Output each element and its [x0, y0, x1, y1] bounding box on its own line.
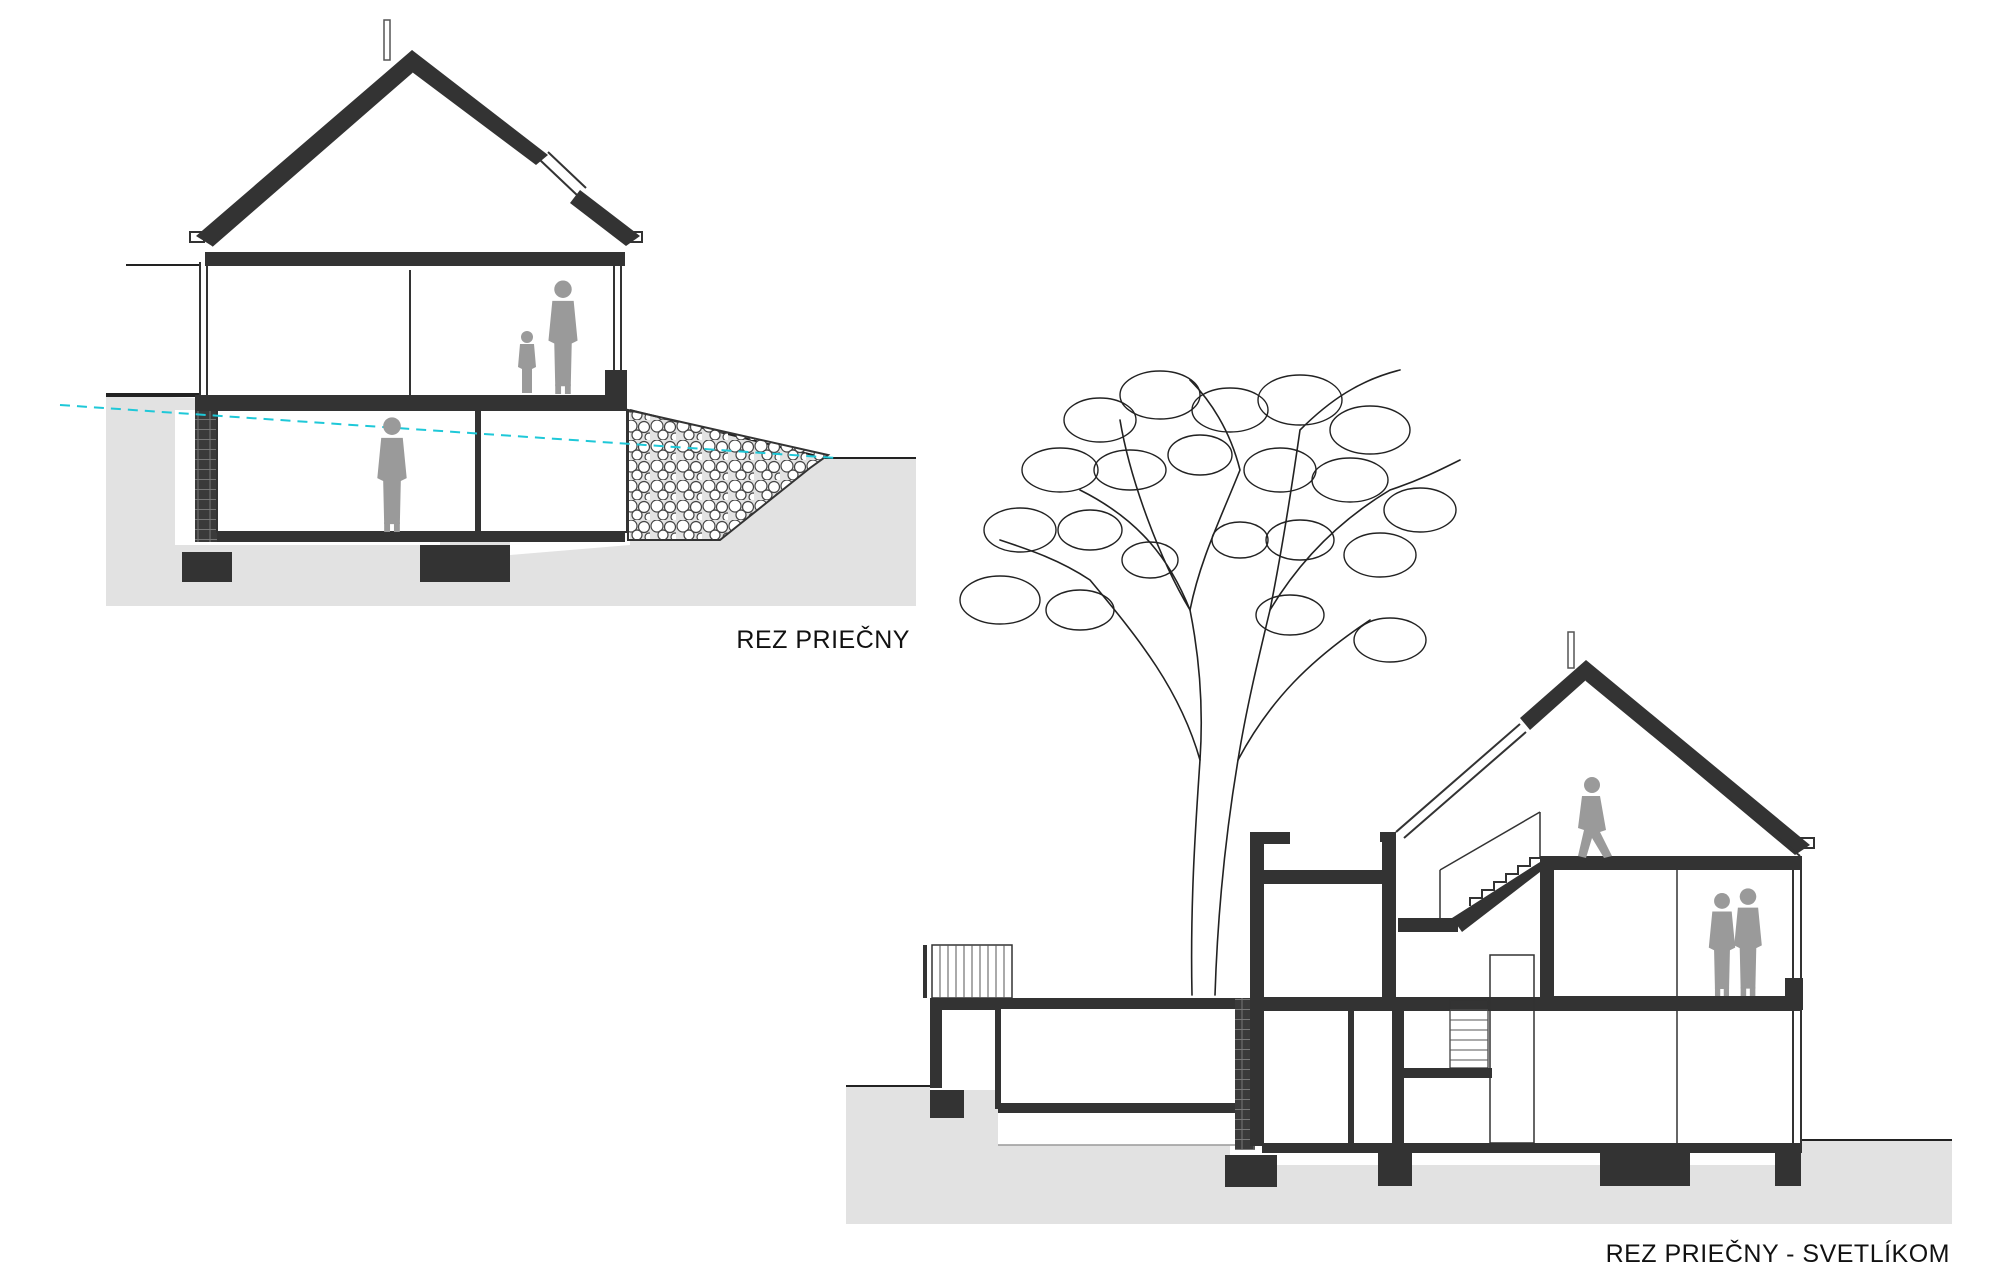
garage-box — [995, 1003, 1241, 1109]
stair-rail — [1439, 811, 1541, 871]
footing-left-house — [1225, 1155, 1277, 1187]
person-basement — [377, 417, 407, 532]
skylight-glass-4 — [1403, 731, 1527, 839]
attic-inner-left — [211, 71, 413, 247]
roof-left — [196, 50, 422, 246]
roof-right-2 — [1586, 660, 1810, 855]
person-attic — [1578, 777, 1612, 858]
person-child-ground — [518, 331, 536, 393]
gutter-right — [627, 231, 643, 243]
stair-landing — [1398, 918, 1458, 932]
water-table-line — [59, 404, 837, 459]
basement-inner-line — [216, 409, 628, 533]
section-2-caption: REZ PRIEČNY - SVETLÍKOM — [1605, 1240, 1950, 1268]
section-1-caption: REZ PRIEČNY — [736, 626, 910, 654]
parapet-block — [605, 370, 627, 398]
gutter-right-2 — [1799, 837, 1815, 849]
skylight-glass-2 — [547, 151, 587, 189]
section-2 — [846, 631, 1952, 1224]
footing-left-2 — [930, 1090, 964, 1118]
roof-upper-left-2 — [1520, 660, 1586, 730]
attic-floor-slab-2 — [1540, 856, 1802, 870]
footing-mid-2 — [1378, 1152, 1412, 1186]
gabion-wall — [627, 408, 831, 541]
ground-fill-2 — [846, 1086, 1952, 1224]
ground-floor-slab — [195, 395, 627, 411]
roof-right-lower — [570, 190, 640, 246]
roof-left-2 — [1380, 832, 1396, 842]
person-adult-ground — [548, 280, 578, 394]
retaining-wall-left — [930, 1008, 942, 1088]
person-upper-1 — [1708, 893, 1736, 996]
tall-wall-left — [1250, 836, 1264, 1146]
roof-slab-left — [1262, 870, 1392, 884]
stair-lower — [1449, 999, 1489, 1069]
section-1 — [59, 19, 916, 606]
parapet-right — [1382, 840, 1396, 884]
chimney-vent-1 — [383, 19, 391, 61]
footing-right-b — [1775, 1152, 1801, 1186]
basement-wall-left — [195, 398, 217, 542]
tree-trunk — [1189, 609, 1271, 996]
inner-wall-a — [1382, 884, 1396, 997]
gutter-left — [189, 231, 205, 243]
right-floor-slab — [1540, 996, 1802, 1010]
skylight-glass-1 — [539, 159, 579, 197]
inner-wall-c — [1348, 1011, 1354, 1143]
doorway-frame — [1489, 954, 1535, 1144]
parapet-top — [1250, 832, 1290, 844]
stair-treads — [1469, 857, 1540, 906]
tree-canopy — [959, 370, 1457, 663]
skylight-glass-3 — [1395, 723, 1521, 833]
person-upper-2 — [1734, 888, 1762, 996]
footing-mid-2 — [470, 545, 510, 565]
chimney-vent-2 — [1567, 631, 1575, 669]
basement-floor-slab — [195, 532, 625, 542]
attic-floor-slab — [205, 252, 625, 266]
ground-floor-slab-2 — [1262, 1143, 1802, 1153]
stair-wall — [1398, 1068, 1492, 1078]
roof-right-upper — [412, 50, 548, 165]
right-block-wall — [1540, 858, 1554, 1010]
stair-lower-treads — [1450, 1009, 1488, 1061]
footing-right-a — [1600, 1152, 1690, 1186]
attic-inner-line — [1585, 679, 1801, 857]
staircase-upper — [1452, 862, 1540, 932]
fence-slats — [939, 945, 1005, 998]
footing-left — [182, 552, 232, 582]
tree-illustration — [959, 369, 1461, 996]
